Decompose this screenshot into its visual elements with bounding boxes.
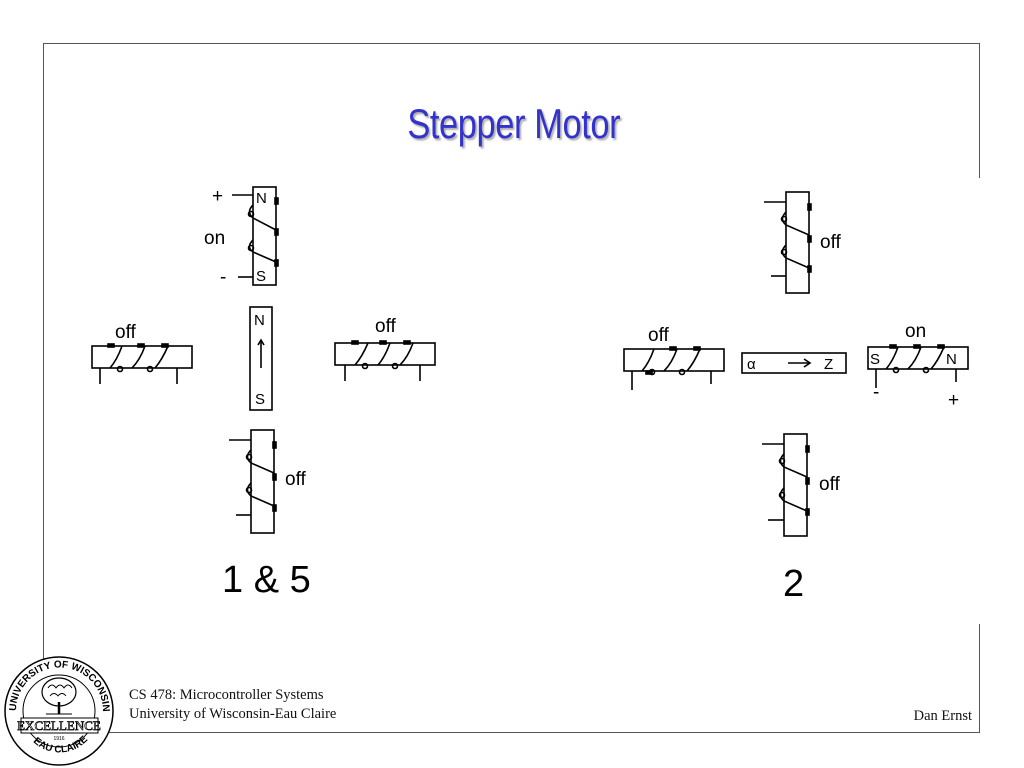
right-left-coil-state: off <box>648 325 670 346</box>
right-right-coil <box>867 344 969 388</box>
university-seal-logo: UNIVERSITY OF WISCONSIN EXCELLENCE 1916 … <box>4 656 114 766</box>
right-left-coil <box>623 346 725 390</box>
right-right-plus: + <box>948 390 959 411</box>
right-bottom-coil-state: off <box>819 474 841 495</box>
left-diagram-caption: 1 & 5 <box>222 559 311 601</box>
left-top-minus: - <box>220 267 226 288</box>
left-left-coil-state: off <box>115 322 137 343</box>
slide-title: Stepper Motor <box>407 100 621 147</box>
left-right-coil <box>334 340 436 381</box>
frame-gap <box>976 178 984 624</box>
right-rotor-pole-left: α <box>747 356 756 373</box>
left-top-coil-pole-s: S <box>256 268 266 285</box>
footer-course-name: CS 478: Microcontroller Systems <box>129 687 324 703</box>
right-rotor <box>741 352 847 374</box>
right-top-coil-state: off <box>820 232 842 253</box>
seal-year: 1916 <box>53 736 64 742</box>
right-bottom-coil <box>762 433 810 537</box>
right-right-coil-state: on <box>905 321 926 342</box>
right-right-minus: - <box>873 382 879 403</box>
left-left-coil <box>91 343 193 384</box>
left-bottom-coil <box>229 429 277 534</box>
seal-middle-text: EXCELLENCE <box>17 718 101 733</box>
right-right-coil-pole-s: S <box>870 351 880 368</box>
footer-author: Dan Ernst <box>913 708 972 724</box>
left-top-coil-pole-n: N <box>256 190 267 207</box>
left-right-coil-state: off <box>375 316 397 337</box>
left-rotor <box>249 306 273 411</box>
right-top-coil <box>764 191 812 294</box>
left-top-plus: + <box>212 186 223 207</box>
left-top-coil <box>232 186 279 286</box>
left-rotor-pole-s: S <box>255 391 265 408</box>
left-rotor-pole-n: N <box>254 312 265 329</box>
right-diagram-caption: 2 <box>783 563 804 605</box>
left-bottom-coil-state: off <box>285 469 307 490</box>
footer-course-info: CS 478: Microcontroller Systems Universi… <box>129 686 336 724</box>
right-right-coil-pole-n: N <box>946 351 957 368</box>
footer-university: University of Wisconsin-Eau Claire <box>129 706 337 722</box>
left-top-coil-state: on <box>204 228 225 249</box>
right-rotor-pole-right: Z <box>824 356 833 373</box>
